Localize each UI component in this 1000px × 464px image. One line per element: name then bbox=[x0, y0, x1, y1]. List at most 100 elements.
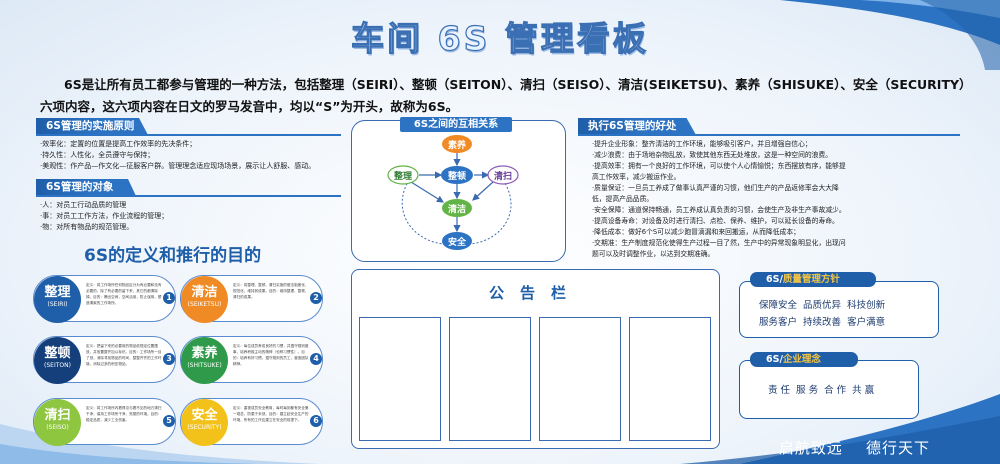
pill-en: (SEISO) bbox=[46, 424, 69, 431]
slogan: 启航致远 德行天下 bbox=[778, 439, 930, 457]
pill-en: (SEIKETSU) bbox=[187, 301, 222, 308]
notice-slot bbox=[449, 317, 531, 441]
node-suyang bbox=[442, 135, 472, 153]
relation-header: 6S之间的互相关系 bbox=[400, 117, 512, 132]
relation-arrow bbox=[410, 181, 445, 203]
pill-badge: 素养 (SHITSUKE) bbox=[181, 337, 228, 384]
node-label: 整顿 bbox=[447, 170, 466, 182]
node-zhengli bbox=[387, 165, 419, 185]
notice-board-title: 公告栏 bbox=[488, 284, 582, 302]
benefits-item: ·降低成本：做好6个S可以减少跑冒滴漏和来回搬运，从而降低成本； bbox=[592, 228, 800, 236]
pill-shitsuke: 素养 (SHITSUKE) 定义：每位成员养成良好的习惯，并遵守规则做事，培养积… bbox=[180, 336, 323, 384]
pill-zh: 整理 bbox=[44, 285, 71, 300]
quality-policy-tab-label: 质量管理方针 bbox=[782, 274, 840, 285]
relation-arrow bbox=[472, 181, 494, 201]
definition-title: 6S的定义和推行的目的 bbox=[84, 246, 262, 266]
intro-paragraph: 6S是让所有员工都参与管理的一种方法，包括整理（SEIRI）、整顿（SEITON… bbox=[40, 77, 966, 114]
decor-swoosh-bottom-left bbox=[0, 424, 320, 464]
philosophy-tab-prefix: 6S/ bbox=[766, 354, 783, 365]
page-title: 车间 6S 管理看板 bbox=[351, 18, 649, 58]
principles-item: ·美观性：作产品—作文化—征服客户群。管理理念适应现场场景，展示让人舒服、感动。 bbox=[40, 162, 316, 170]
pill-seiri: 整理 (SEIRI) 定义：将工作场所任何物品区分为有必要和没有必要的，除了有必… bbox=[33, 275, 176, 323]
benefits-item: ·减少浪费：由于场地杂物乱放，致使其他东西无处堆放，这是一种空间的浪费。 bbox=[592, 151, 833, 159]
pill-badge: 安全 (SECURITY) bbox=[181, 399, 228, 446]
decor-swoosh-top-right bbox=[780, 0, 1000, 70]
objects-list: ·人：对员工行动品质的管理 ·事：对员工工作方法，作业流程的管理； ·物：对所有… bbox=[40, 200, 340, 233]
benefits-item: ·提高效率：拥有一个良好的工作环境，可以使个人心情愉悦；东西摆放有序，能够提 bbox=[592, 162, 846, 170]
pill-number: 3 bbox=[163, 353, 175, 365]
principles-list: ·效率化：定置的位置是提高工作效率的先决条件； ·持久性：人性化，全员遵守与保持… bbox=[40, 139, 340, 172]
philosophy-tab-label: 企业理念 bbox=[782, 354, 821, 365]
objects-header: 6S管理的对象 bbox=[36, 179, 136, 196]
benefits-item: 题可以及时调整作业，以达到交期准确。 bbox=[592, 250, 715, 258]
node-label: 清洁 bbox=[448, 203, 466, 215]
pill-zh: 素养 bbox=[191, 346, 218, 361]
quality-policy-line: 保障安全 品质优异 科技创新 bbox=[759, 300, 886, 311]
principles-item: ·持久性：人性化，全员遵守与保持； bbox=[40, 151, 155, 159]
benefits-item: ·提升企业形象：整齐清洁的工作环境，能够吸引客户，并且增强自信心； bbox=[592, 140, 812, 148]
node-label: 素养 bbox=[448, 139, 466, 151]
pill-zh: 清扫 bbox=[44, 408, 71, 423]
pill-description: 定义：把留下来的必要用的物品依规定位置摆放，并放置整齐加以标识。目的：工作场所一… bbox=[86, 344, 162, 366]
pill-badge: 清洁 (SEIKETSU) bbox=[181, 276, 228, 323]
pill-number: 6 bbox=[310, 415, 322, 427]
principles-item: ·效率化：定置的位置是提高工作效率的先决条件； bbox=[40, 140, 197, 148]
objects-item: ·人：对员工行动品质的管理 bbox=[40, 201, 127, 209]
quality-policy-box bbox=[739, 281, 939, 338]
benefits-item: ·交期准：生产制度规范化使得生产过程一目了然，生产中的异常现象明显化，出现问 bbox=[592, 239, 846, 247]
pill-description: 定义：重视成员安全教育，每时每刻都有安全第一观念，防患于未然。目的：建立起安全生… bbox=[233, 406, 309, 422]
benefits-header: 执行6S管理的好处 bbox=[578, 118, 696, 135]
principles-divider bbox=[36, 134, 341, 136]
pill-number: 4 bbox=[310, 353, 322, 365]
node-label: 清扫 bbox=[494, 170, 512, 182]
node-anquan bbox=[442, 232, 472, 250]
quality-policy-tab-prefix: 6S/ bbox=[766, 274, 783, 285]
pill-badge: 清扫 (SEISO) bbox=[34, 399, 81, 446]
benefits-item: ·质量保证：一旦员工养成了做事认真严谨的习惯，他们生产的产品返修率会大大降 bbox=[592, 184, 839, 192]
principles-header: 6S管理的实施原则 bbox=[36, 118, 148, 135]
notice-slot bbox=[539, 317, 621, 441]
pill-en: (SEIRI) bbox=[47, 301, 68, 308]
benefits-list: ·提升企业形象：整齐清洁的工作环境，能够吸引客户，并且增强自信心； ·减少浪费：… bbox=[592, 139, 957, 260]
pill-zh: 清洁 bbox=[191, 285, 218, 300]
node-zhengdun bbox=[441, 166, 473, 184]
philosophy-box bbox=[739, 360, 919, 419]
node-qingsao bbox=[487, 165, 519, 185]
pill-description: 定义：将工作场所任何物品区分为有必要和没有必要的，除了有必要的留下来，其它的都清… bbox=[86, 283, 162, 305]
node-qingjie bbox=[442, 199, 472, 217]
node-label: 安全 bbox=[448, 236, 467, 248]
pill-en: (SHITSUKE) bbox=[187, 362, 222, 369]
quality-policy-line: 服务客户 持续改善 客户满意 bbox=[759, 317, 886, 328]
notice-slot bbox=[629, 317, 711, 441]
node-label: 整理 bbox=[393, 170, 412, 182]
notice-slot bbox=[359, 317, 441, 441]
pill-seiso: 清扫 (SEISO) 定义：将工作场所内看得见与看不见的地方清扫干净，保持工作场… bbox=[33, 398, 176, 446]
pill-badge: 整理 (SEIRI) bbox=[34, 276, 81, 323]
pill-zh: 整顿 bbox=[44, 346, 71, 361]
decor-swoosh-bottom-right bbox=[680, 394, 1000, 464]
pill-seiton: 整顿 (SEITON) 定义：把留下来的必要用的物品依规定位置摆放，并放置整齐加… bbox=[33, 336, 176, 384]
benefits-item: ·安全保障：通道保持畅通，员工养成认真负责的习惯，会使生产及非生产事故减少。 bbox=[592, 206, 846, 214]
benefits-item: ·提高设备寿命：对设备及时进行清扫、点检、保养、维护，可以延长设备的寿命。 bbox=[592, 217, 839, 225]
pill-description: 定义：将工作场所内看得见与看不见的地方清扫干净，保持工作场所干净、亮丽的环境。目… bbox=[86, 406, 162, 422]
pill-number: 5 bbox=[163, 415, 175, 427]
objects-divider bbox=[36, 195, 341, 197]
pill-badge: 整顿 (SEITON) bbox=[34, 337, 81, 384]
pill-description: 定义：将整理、整顿、清扫实施的做法制度化、规范化，维持其成果。目的：维持整理、整… bbox=[233, 283, 309, 299]
benefits-item: 低，提高产品品质。 bbox=[592, 195, 654, 203]
philosophy-content: 责 任 服 务 合 作 共 赢 bbox=[768, 385, 875, 396]
quality-policy-tab: 6S/质量管理方针 bbox=[750, 272, 876, 287]
relation-cycle-right bbox=[470, 179, 512, 245]
pill-en: (SEITON) bbox=[44, 362, 71, 369]
pill-number: 2 bbox=[310, 292, 322, 304]
quality-policy-content: 保障安全 品质优异 科技创新 服务客户 持续改善 客户满意 bbox=[759, 297, 885, 331]
pill-description: 定义：每位成员养成良好的习惯，并遵守规则做事，培养积极主动的精神（也称习惯性）。… bbox=[233, 344, 309, 366]
objects-item: ·事：对员工工作方法，作业流程的管理； bbox=[40, 212, 169, 220]
objects-item: ·物：对所有物品的规范管理。 bbox=[40, 223, 134, 231]
relation-cycle-left bbox=[401, 179, 444, 245]
relation-diagram: 素养 整理 整顿 清扫 清洁 安全 bbox=[387, 135, 519, 250]
pill-en: (SECURITY) bbox=[187, 424, 222, 431]
benefits-item: 高工作效率，减少搬运作业。 bbox=[592, 173, 681, 181]
benefits-divider bbox=[578, 134, 960, 136]
philosophy-tab: 6S/企业理念 bbox=[750, 352, 858, 367]
